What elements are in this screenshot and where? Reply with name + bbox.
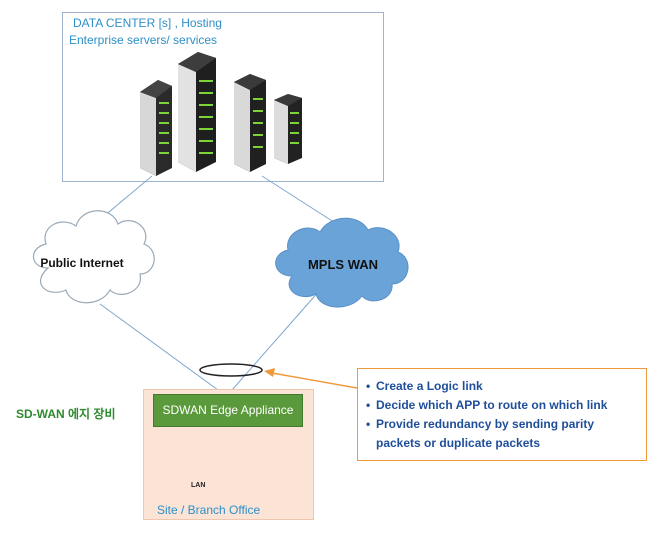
data-center-box (62, 12, 384, 182)
public-internet-cloud (32, 210, 155, 304)
logic-link-ellipse (199, 363, 263, 377)
callout-box: Create a Logic link Decide which APP to … (357, 368, 647, 461)
callout-item-continuation: packets or duplicate packets (376, 436, 541, 450)
data-center-subtitle: Enterprise servers/ services (69, 33, 218, 47)
sdwan-device-label: SD-WAN 에지 장비 (16, 407, 116, 421)
sdwan-edge-appliance: SDWAN Edge Appliance (153, 394, 303, 427)
branch-office-label: Site / Branch Office (157, 503, 261, 517)
callout-item: Create a Logic link (366, 377, 640, 396)
public-internet-label: Public Internet (40, 256, 124, 270)
server-towers-icon (140, 52, 302, 176)
mpls-wan-cloud (275, 217, 409, 308)
link-dc-to-mpls (261, 175, 341, 227)
link-internet-to-edge (99, 303, 219, 391)
callout-arrow (264, 368, 358, 389)
callout-item: Provide redundancy by sending parity (366, 415, 640, 434)
mpls-wan-label: MPLS WAN (307, 257, 379, 272)
link-mpls-to-edge (231, 289, 321, 391)
callout-list: Create a Logic link Decide which APP to … (364, 377, 640, 453)
callout-item: Decide which APP to route on which link (366, 396, 640, 415)
data-center-title: DATA CENTER [s] , Hosting (73, 16, 222, 30)
lan-label: LAN (191, 482, 206, 489)
